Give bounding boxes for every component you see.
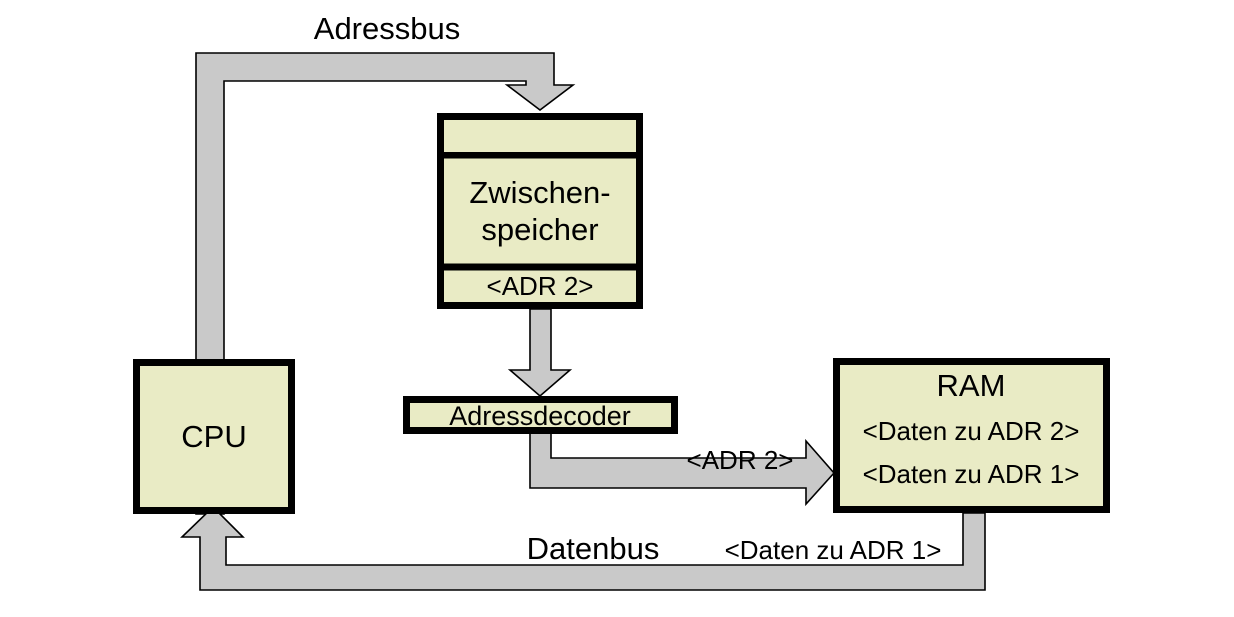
- cpu-label: CPU: [181, 419, 246, 454]
- node-cpu[interactable]: CPU: [133, 359, 295, 514]
- ram-row-1: <Daten zu ADR 1>: [863, 459, 1080, 489]
- annotation-daten-zu-adr1: <Daten zu ADR 1>: [725, 535, 942, 565]
- data-bus-label: Datenbus: [527, 531, 660, 566]
- zwischenspeicher-label-line1: Zwischen-: [469, 175, 610, 210]
- node-ram[interactable]: RAM <Daten zu ADR 2> <Daten zu ADR 1>: [833, 358, 1110, 513]
- adressdecoder-label: Adressdecoder: [449, 401, 631, 431]
- address-bus-path: [195, 52, 576, 515]
- ram-row-0: <Daten zu ADR 2>: [863, 416, 1080, 446]
- ram-box: [833, 358, 1110, 513]
- node-adressdecoder[interactable]: Adressdecoder: [403, 396, 678, 434]
- zwischenspeicher-value: <ADR 2>: [487, 271, 594, 301]
- annotation-adr2: <ADR 2>: [687, 445, 794, 475]
- ram-label: RAM: [937, 368, 1006, 403]
- adressdecoder-box: [403, 396, 678, 434]
- decoder-to-ram-arrow: [529, 432, 836, 507]
- zwischenspeicher-empty-slot: [444, 120, 636, 152]
- node-zwischenspeicher[interactable]: Zwischen- speicher <ADR 2>: [437, 113, 643, 309]
- zwischenspeicher-to-decoder-arrow: [507, 308, 573, 398]
- data-bus-path: [180, 505, 986, 591]
- zwischenspeicher-label-line2: speicher: [481, 212, 598, 247]
- address-bus-label: Adressbus: [314, 11, 460, 46]
- cpu-box: [133, 359, 295, 514]
